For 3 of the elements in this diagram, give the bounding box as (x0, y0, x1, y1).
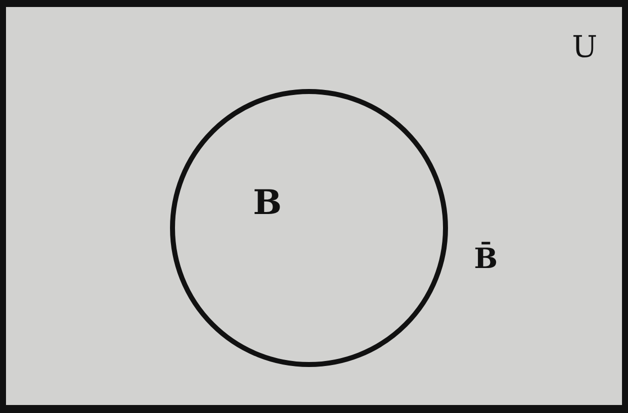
set-circle (170, 89, 448, 367)
universe-label: U (572, 33, 598, 63)
set-label: B (253, 186, 282, 220)
